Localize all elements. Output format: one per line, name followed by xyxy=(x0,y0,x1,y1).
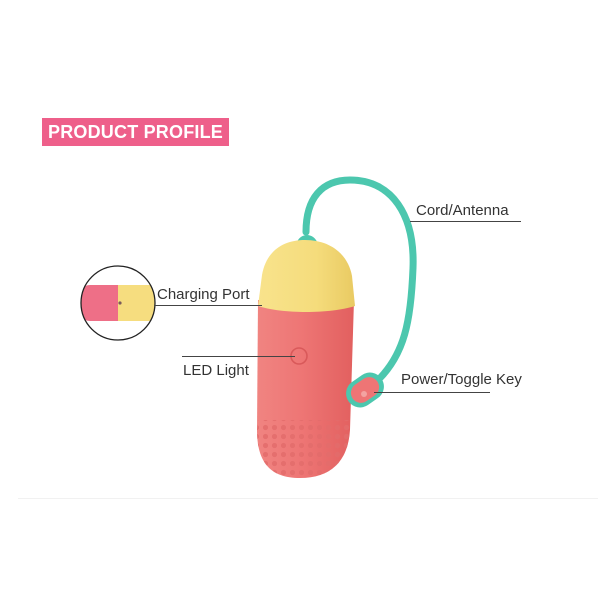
power-toggle-remote xyxy=(346,372,384,408)
charging-port-line xyxy=(154,305,262,306)
led-light-line xyxy=(182,356,295,357)
product-profile-badge: PRODUCT PROFILE xyxy=(42,118,230,146)
cord-antenna xyxy=(302,176,417,386)
power-toggle-key-line xyxy=(374,392,490,393)
charging-port-zoom xyxy=(80,265,156,341)
bottom-divider xyxy=(18,498,598,499)
power-toggle-key-label: Power/Toggle Key xyxy=(401,371,522,388)
charging-port-label: Charging Port xyxy=(157,286,250,303)
led-light-label: LED Light xyxy=(183,362,249,379)
cord-antenna-label: Cord/Antenna xyxy=(416,202,509,219)
cord-antenna-line xyxy=(410,221,521,222)
vibrator-body xyxy=(257,240,355,478)
